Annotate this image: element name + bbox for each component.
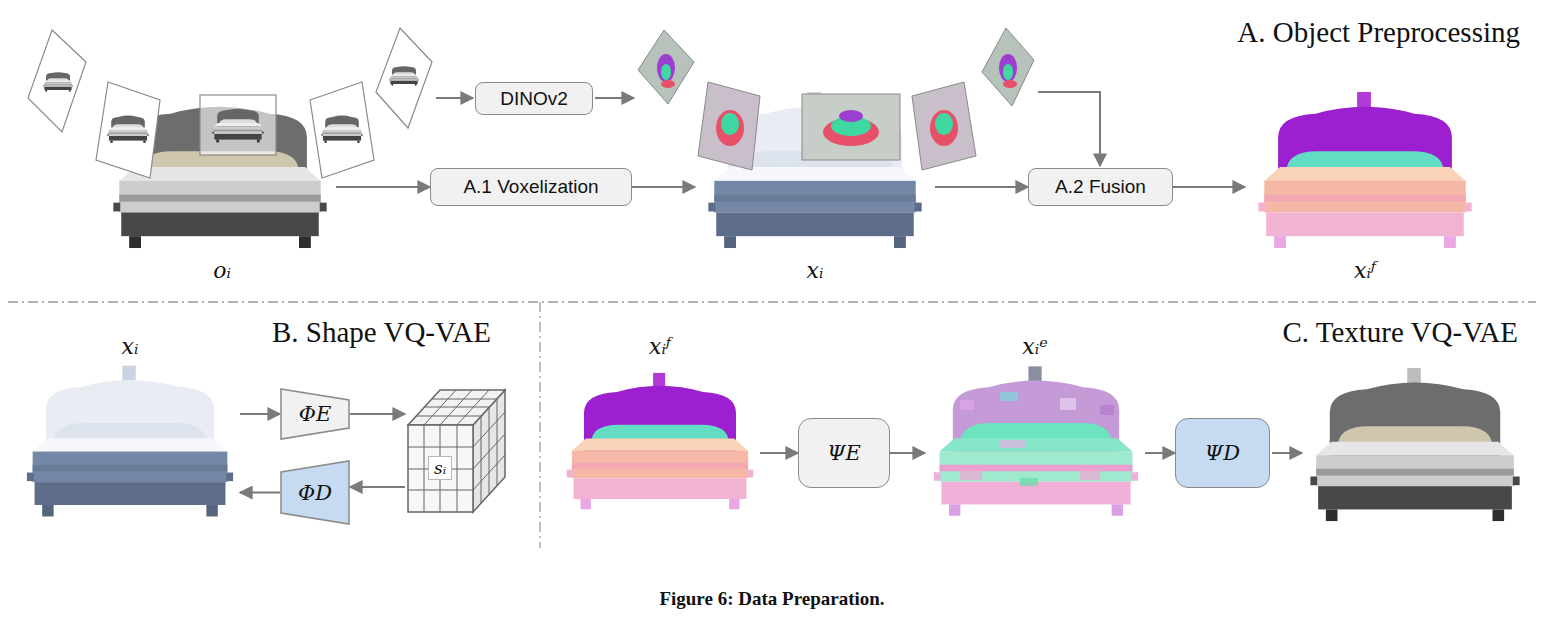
voxel-figure: xᵢ <box>695 88 935 285</box>
noise-patch <box>960 470 982 480</box>
noise-patch <box>1000 392 1018 401</box>
flow-arrow <box>595 97 634 99</box>
decoder-box: ΨD <box>1175 418 1270 488</box>
noise-patch <box>1080 468 1100 480</box>
flow-arrow <box>1038 92 1100 166</box>
view-image <box>96 82 160 178</box>
latent-grid: sᵢ <box>405 386 507 514</box>
feature-blob <box>839 110 863 122</box>
node-label: ΦE <box>299 402 332 426</box>
feature-blob <box>1003 80 1017 88</box>
section-divider <box>539 302 540 548</box>
model-box: DINOv2 <box>475 82 593 115</box>
process-box: A.2 Fusion <box>1028 168 1173 206</box>
variable-label: xᵢᵉ <box>1022 333 1047 361</box>
variable-label: xᵢᶠ <box>649 333 671 361</box>
node-label: ΨD <box>1205 441 1240 465</box>
noise-patch <box>1060 398 1076 410</box>
flow-arrow <box>760 452 798 454</box>
encoder-trapezoid: ΦE <box>280 388 350 440</box>
variable-label: xᵢ <box>122 333 139 361</box>
view-bed <box>43 70 72 92</box>
node-label: ΦD <box>298 481 332 505</box>
voxel-bed <box>27 366 233 517</box>
flow-arrow <box>890 452 925 454</box>
flow-arrow <box>1145 452 1175 454</box>
view-image <box>28 30 86 132</box>
fused-figure: xᵢᶠ <box>1245 88 1485 285</box>
flow-arrow <box>240 413 280 415</box>
encoded-texture-noise <box>960 392 1114 486</box>
feature-view <box>698 82 760 170</box>
view-image <box>376 28 432 128</box>
variable-label: xᵢᶠ <box>1354 257 1376 285</box>
feature-blob <box>930 110 958 146</box>
view-bed <box>212 105 263 142</box>
flow-arrow <box>1272 452 1302 454</box>
noise-patch <box>960 400 974 410</box>
feature-view <box>982 28 1034 106</box>
flow-arrow <box>632 186 695 188</box>
flow-arrow <box>350 413 405 415</box>
variable-label: xᵢ <box>807 257 824 285</box>
feature-blob <box>657 54 675 82</box>
feature-blob <box>999 54 1017 82</box>
node-label: ΨE <box>827 441 861 465</box>
node-label: A.1 Voxelization <box>463 176 598 198</box>
view-image <box>200 95 276 155</box>
feature-blob <box>935 113 953 135</box>
view-bed <box>107 113 148 143</box>
trapezoid-shape <box>281 389 349 439</box>
flow-arrow <box>935 186 1028 188</box>
flow-arrow <box>1173 186 1245 188</box>
section-title: A. Object Preprocessing <box>1237 16 1520 49</box>
figure-caption: Figure 6: Data Preparation. <box>0 588 1544 610</box>
noise-patch <box>1020 478 1038 486</box>
feature-blob <box>716 110 744 146</box>
section-divider <box>8 301 1536 302</box>
feature-blob <box>661 64 671 80</box>
flow-arrow <box>240 492 280 494</box>
flow-arrow <box>336 186 430 188</box>
flow-arrow <box>436 97 473 99</box>
variable-label: oᵢ <box>213 257 231 285</box>
fused-bed <box>567 373 754 509</box>
section-title: B. Shape VQ-VAE <box>272 316 491 349</box>
object-figure: oᵢ <box>108 88 336 285</box>
feature-view <box>912 82 976 170</box>
feature-view <box>638 30 694 104</box>
voxel-figure: xᵢ <box>20 333 240 525</box>
view-bed <box>389 64 418 86</box>
encoded-bed <box>934 366 1138 515</box>
feature-blob <box>721 113 739 135</box>
latent-grid-lines <box>408 390 505 512</box>
fused-bed <box>1258 92 1471 248</box>
noise-patch <box>1000 440 1026 448</box>
section-title: C. Texture VQ-VAE <box>1282 316 1518 349</box>
view-image <box>310 82 374 178</box>
node-label: sᵢ <box>428 456 452 480</box>
node-label: DINOv2 <box>500 88 568 110</box>
feature-view <box>802 94 900 160</box>
node-label: A.2 Fusion <box>1055 176 1146 198</box>
trapezoid-shape <box>281 461 349 524</box>
view-bed <box>321 113 362 143</box>
noise-patch <box>1100 405 1114 415</box>
feature-blob <box>1003 64 1013 80</box>
decoder-trapezoid: ΦD <box>280 460 350 525</box>
process-box: A.1 Voxelization <box>430 168 632 206</box>
fused-figure: xᵢᶠ <box>560 333 760 525</box>
flow-arrow <box>350 486 405 488</box>
feature-blob <box>661 80 675 88</box>
encoder-box: ΨE <box>798 418 890 488</box>
bed-render <box>1310 368 1519 521</box>
encoded-figure: xᵢᵉ <box>925 333 1145 525</box>
